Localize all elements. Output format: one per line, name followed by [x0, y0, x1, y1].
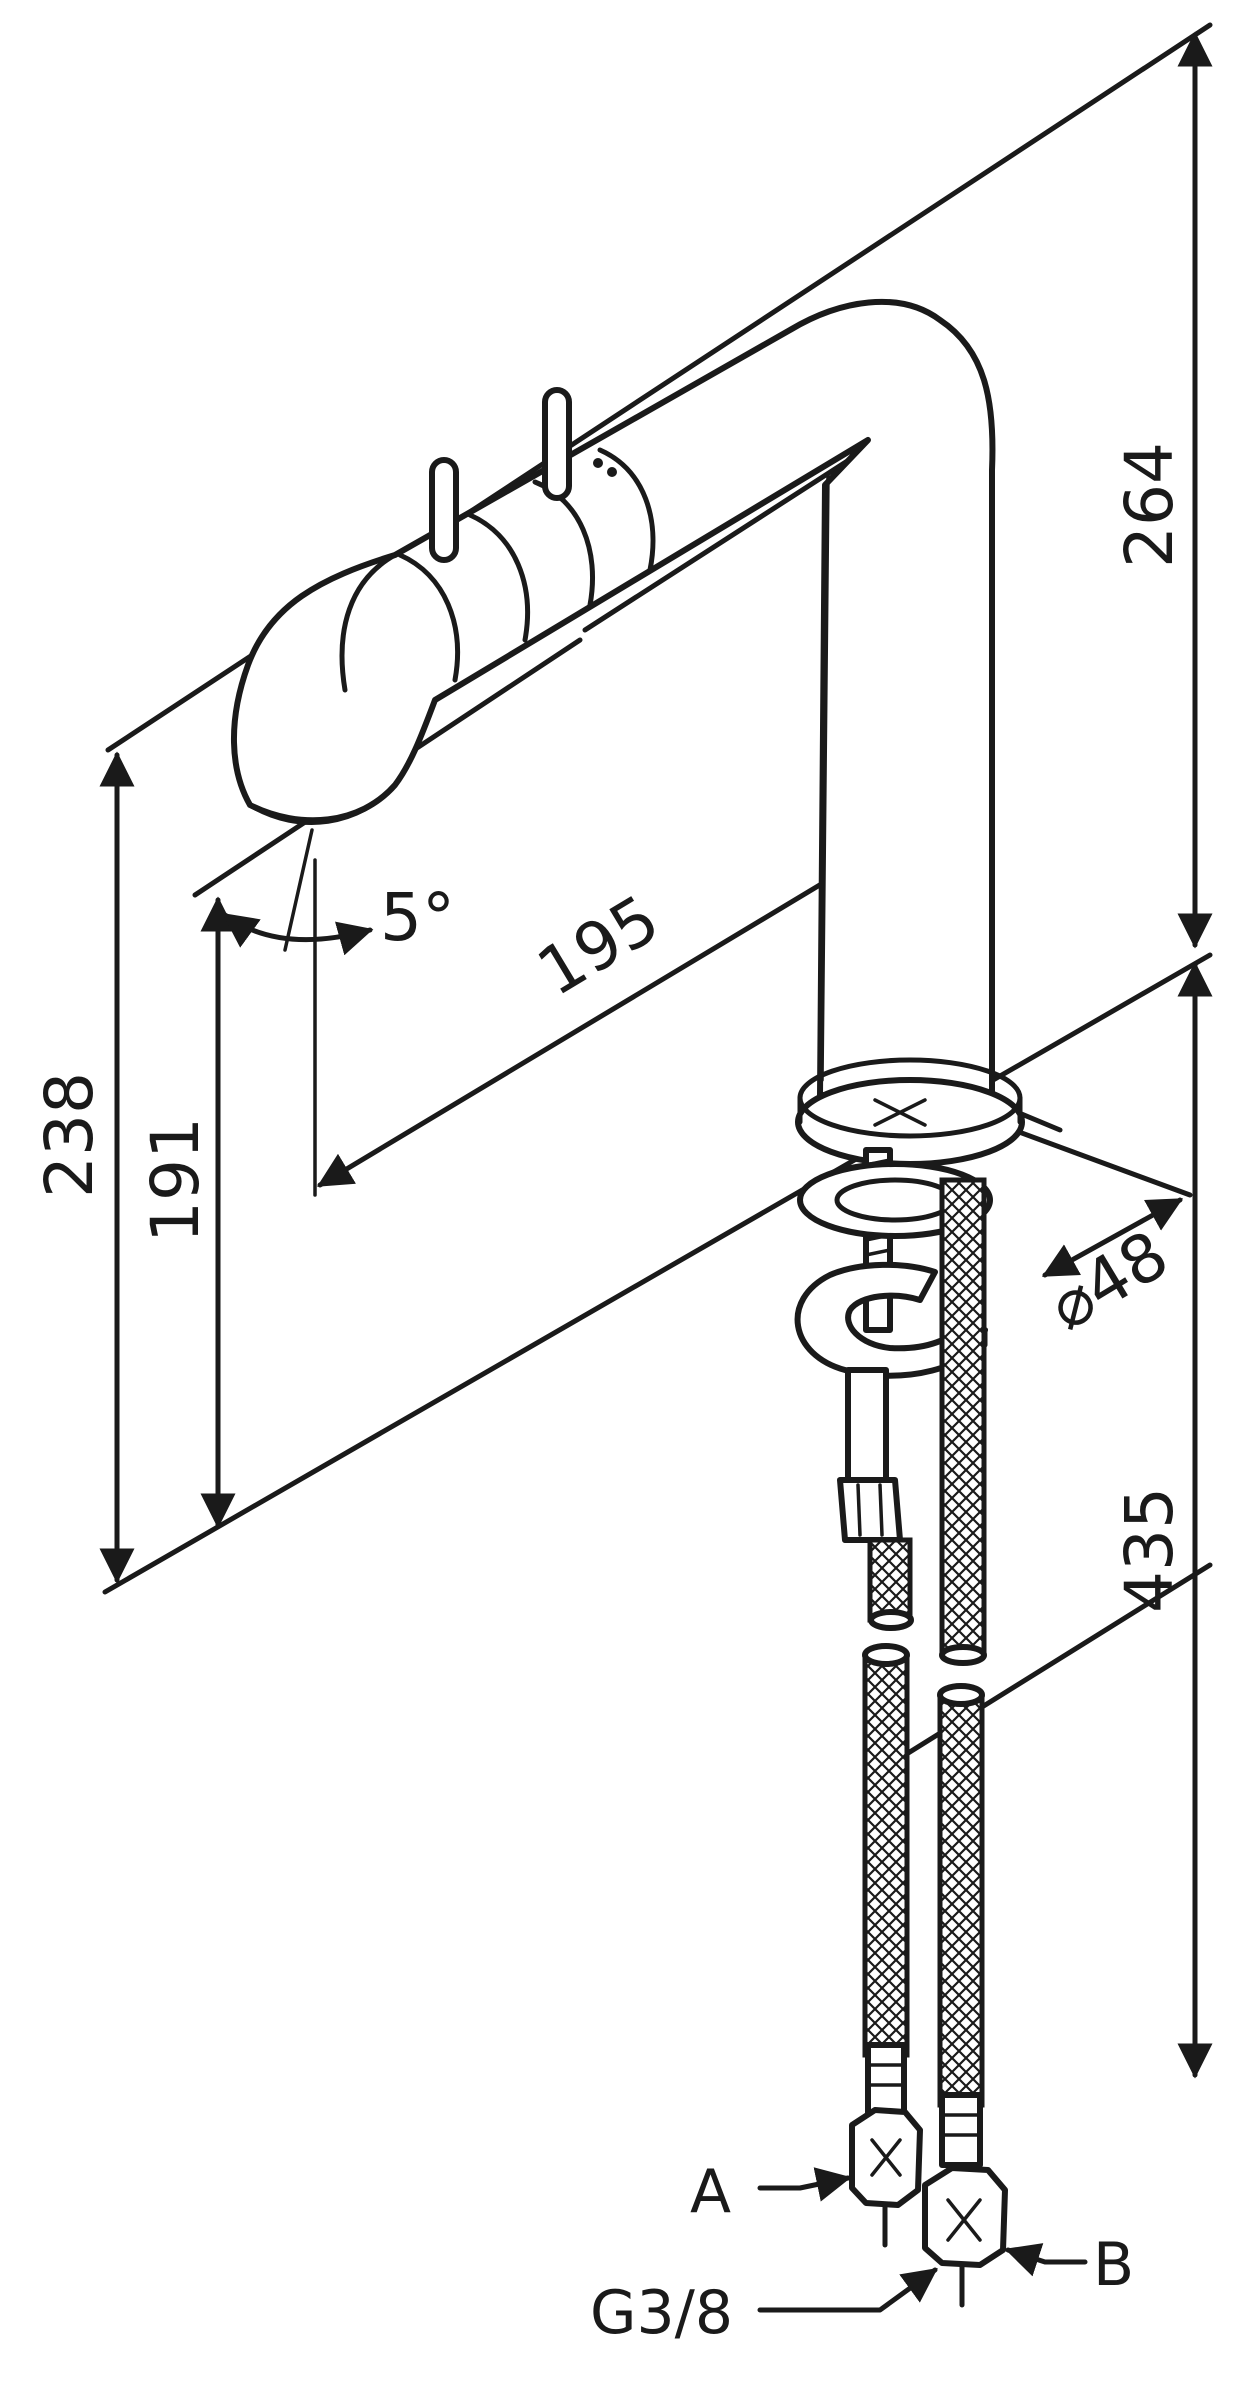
leader-thread	[757, 2267, 938, 2313]
dimension-264: 264	[1111, 31, 1213, 949]
collar-ring-1	[397, 552, 461, 683]
base-flange	[795, 1077, 1025, 1167]
hex-fitting	[837, 1477, 903, 1543]
hose-right-lower	[937, 1692, 985, 2108]
spout-tip-curve	[247, 782, 398, 825]
leader-b	[1004, 2243, 1088, 2277]
label-a: A	[690, 2157, 731, 2227]
detail-dot-1	[593, 458, 603, 468]
collar-ring-2	[467, 512, 531, 643]
label-b: B	[1093, 2230, 1134, 2300]
label-thread: G3/8	[590, 2278, 733, 2348]
dimension-238: 238	[31, 751, 135, 1584]
callouts: A B G3/8	[590, 2157, 1134, 2348]
hose-left-lower	[862, 1652, 910, 2058]
mounting-hardware	[794, 1057, 1025, 1543]
column-centerline	[820, 473, 830, 1082]
control-pins	[429, 387, 572, 563]
dimension-195-label: 195	[525, 880, 673, 1011]
ferrule-right	[939, 2092, 983, 2168]
extension-lines	[102, 22, 1213, 1758]
collar-ring-4	[597, 447, 656, 573]
hose-right-upper	[939, 1177, 987, 1658]
hose-left-upper	[867, 1537, 913, 1623]
dimension-238-label: 238	[31, 1072, 108, 1198]
dimension-angle: 5°	[222, 828, 455, 956]
dimension-diameter: ⌀48	[1036, 1197, 1184, 1346]
dimension-435-label: 435	[1111, 1487, 1188, 1613]
dimension-264-label: 264	[1111, 442, 1188, 568]
mounting-shank	[845, 1367, 889, 1483]
leader-a	[757, 2167, 852, 2202]
connection-nuts	[849, 2107, 1008, 2308]
dimension-191: 191	[137, 896, 236, 1529]
dimension-435: 435	[1111, 961, 1213, 2079]
flexible-hoses	[862, 1177, 987, 2168]
ferrule-left	[865, 2042, 907, 2118]
detail-dot-2	[607, 467, 617, 477]
dimension-angle-label: 5°	[380, 879, 455, 956]
control-pin-left	[429, 457, 459, 563]
dimension-191-label: 191	[137, 1117, 214, 1243]
control-pin-right	[542, 387, 572, 501]
dimension-diameter-label: ⌀48	[1036, 1216, 1182, 1346]
spout-inner-curve	[339, 552, 398, 693]
